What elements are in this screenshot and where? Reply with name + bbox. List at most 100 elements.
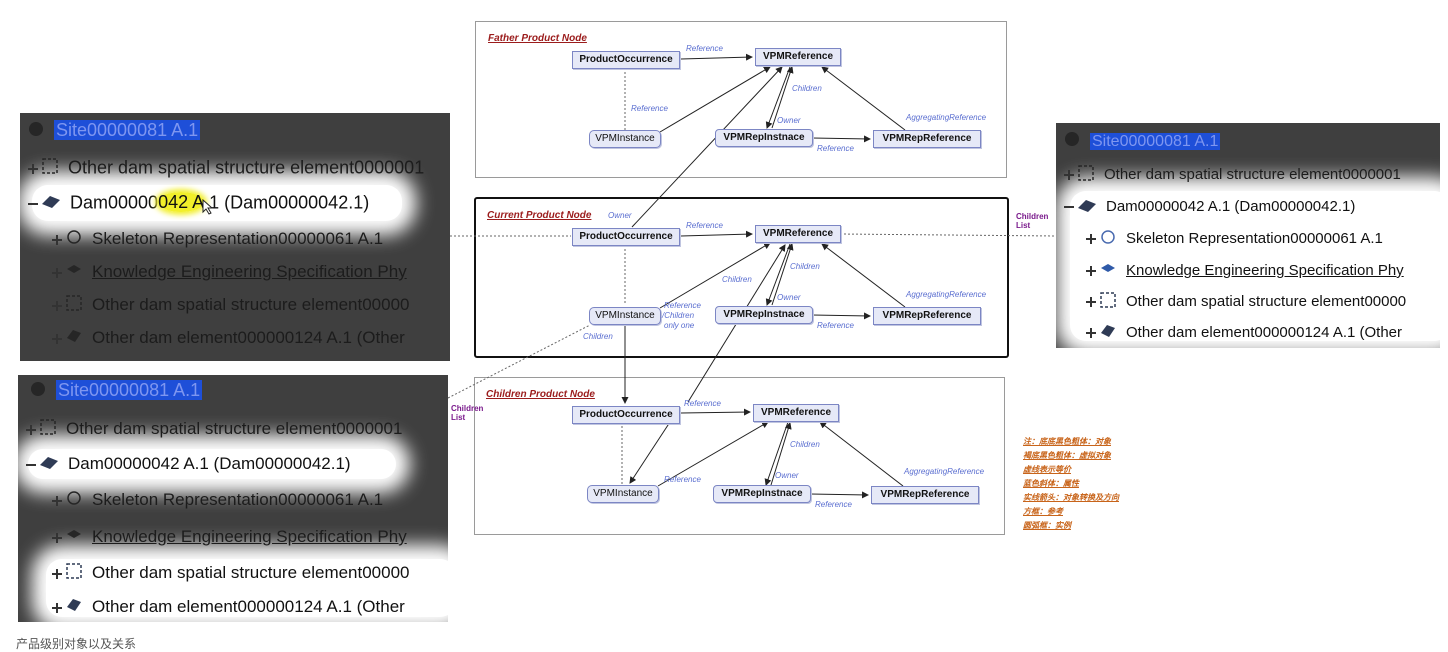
site-icon bbox=[26, 119, 46, 144]
father-product-occurrence[interactable]: ProductOccurrence bbox=[572, 51, 680, 69]
tree-row-spatial-structure-2[interactable]: Other dam spatial structure element00000 bbox=[52, 561, 410, 586]
father-node-title: Father Product Node bbox=[488, 33, 587, 44]
cursor-highlight: 042 A bbox=[158, 192, 205, 213]
dam-label-suffix: .1 (Dam00000042.1) bbox=[204, 192, 370, 213]
current-label-reference-bottom: Reference bbox=[817, 321, 854, 330]
focus-glow bbox=[46, 559, 448, 617]
legend-item: 蓝色斜体：属性 bbox=[1023, 479, 1079, 488]
expand-icon[interactable] bbox=[1086, 234, 1096, 244]
site-icon bbox=[28, 379, 48, 404]
expand-icon[interactable] bbox=[1086, 328, 1096, 338]
spatial-structure-icon bbox=[38, 417, 58, 442]
current-product-occurrence[interactable]: ProductOccurrence bbox=[572, 228, 680, 246]
children-label-aggregating: AggregatingReference bbox=[904, 467, 985, 476]
tree-row-site[interactable]: Site00000081 A.1 bbox=[26, 119, 201, 144]
father-label-reference-bottom: Reference bbox=[817, 144, 854, 153]
tree-row-dam[interactable]: Dam00000042 A.1 (Dam00000042.1) bbox=[1064, 196, 1355, 218]
expand-icon[interactable] bbox=[1086, 266, 1096, 276]
tree-row-knowledge[interactable]: Knowledge Engineering Specification Phy bbox=[1086, 259, 1404, 283]
children-label-reference-bottom: Reference bbox=[815, 500, 852, 509]
skeleton-icon bbox=[1098, 227, 1118, 251]
current-label-children-left: Children bbox=[722, 275, 752, 284]
skeleton-icon bbox=[64, 227, 84, 252]
spatial-structure-icon bbox=[64, 561, 84, 586]
tree-row-label: Other dam spatial structure element00000… bbox=[1104, 165, 1401, 183]
spatial-structure-icon bbox=[1076, 163, 1096, 187]
focus-glow bbox=[32, 185, 402, 221]
father-node-frame bbox=[475, 21, 1007, 178]
tree-row-dam-element[interactable]: Other dam element000000124 A.1 (Other bbox=[52, 326, 405, 351]
tree-row-label: Other dam spatial structure element00000 bbox=[1126, 292, 1407, 310]
legend-item: 虚线表示等价 bbox=[1023, 465, 1071, 474]
father-label-reference-top: Reference bbox=[686, 44, 723, 53]
collapse-icon[interactable] bbox=[1064, 202, 1074, 212]
children-vpm-rep-instance[interactable]: VPMRepInstnace bbox=[713, 485, 811, 503]
tree-row-skeleton[interactable]: Skeleton Representation00000061 A.1 bbox=[52, 227, 383, 252]
site-label: Site00000081 A.1 bbox=[1090, 132, 1221, 150]
dam-icon bbox=[40, 192, 62, 215]
tree-row-site[interactable]: Site00000081 A.1 bbox=[1062, 129, 1221, 154]
expand-icon[interactable] bbox=[52, 267, 62, 278]
tree-row-label: Skeleton Representation00000061 A.1 bbox=[1126, 229, 1383, 247]
tree-row-label: Other dam spatial structure element00000… bbox=[66, 418, 403, 438]
expand-icon[interactable] bbox=[52, 495, 62, 506]
tree-row-spatial-structure-2[interactable]: Other dam spatial structure element00000 bbox=[1086, 290, 1406, 314]
current-vpm-rep-instance[interactable]: VPMRepInstnace bbox=[715, 306, 813, 324]
site-label: Site00000081 A.1 bbox=[54, 120, 201, 141]
tree-row-skeleton[interactable]: Skeleton Representation00000061 A.1 bbox=[52, 488, 383, 513]
tree-row-dam-element[interactable]: Other dam element000000124 A.1 (Other bbox=[52, 595, 405, 620]
collapse-icon[interactable] bbox=[26, 460, 36, 470]
site-icon bbox=[1062, 129, 1082, 154]
expand-icon[interactable] bbox=[1064, 170, 1074, 180]
legend-item: 方框：参考 bbox=[1023, 507, 1063, 516]
father-vpm-rep-reference[interactable]: VPMRepReference bbox=[873, 130, 981, 148]
tree-row-label: Dam00000042 A.1 (Dam00000042.1) bbox=[68, 453, 351, 473]
current-label-owner-title: Owner bbox=[608, 211, 632, 220]
tree-row-dam[interactable]: Dam00000042 A.1 (Dam00000042.1) bbox=[26, 453, 351, 476]
children-product-occurrence[interactable]: ProductOccurrence bbox=[572, 406, 680, 424]
knowledge-icon bbox=[64, 525, 84, 550]
focus-glow bbox=[1070, 191, 1440, 341]
tree-row-label: Other dam spatial structure element00000 bbox=[92, 294, 410, 314]
father-label-reference-left: Reference bbox=[631, 104, 668, 113]
current-vpm-reference[interactable]: VPMReference bbox=[755, 225, 841, 243]
children-vpm-rep-reference[interactable]: VPMRepReference bbox=[871, 486, 979, 504]
tree-row-label: Other dam spatial structure element00000… bbox=[68, 157, 425, 178]
current-vpm-rep-reference[interactable]: VPMRepReference bbox=[873, 307, 981, 325]
expand-icon[interactable] bbox=[52, 568, 62, 579]
tree-row-site[interactable]: Site00000081 A.1 bbox=[28, 379, 203, 404]
tree-row-spatial-structure[interactable]: Other dam spatial structure element00000… bbox=[26, 417, 402, 442]
expand-icon[interactable] bbox=[52, 234, 62, 245]
father-vpm-instance[interactable]: VPMInstance bbox=[589, 130, 661, 148]
father-vpm-reference[interactable]: VPMReference bbox=[755, 48, 841, 66]
collapse-icon[interactable] bbox=[28, 199, 38, 209]
current-vpm-instance[interactable]: VPMInstance bbox=[589, 307, 661, 325]
tree-row-dam-element[interactable]: Other dam element000000124 A.1 (Other bbox=[1086, 321, 1402, 345]
children-label-children: Children bbox=[790, 440, 820, 449]
expand-icon[interactable] bbox=[52, 333, 62, 344]
tree-panel-father: Site00000081 A.1 Other dam spatial struc… bbox=[1056, 123, 1440, 348]
tree-row-dam[interactable]: Dam00000042 A.1 (Dam00000042.1) bbox=[28, 192, 369, 215]
expand-icon[interactable] bbox=[52, 532, 62, 543]
current-label-ref-children-2: /Children bbox=[662, 311, 695, 320]
current-label-children-right: Children bbox=[790, 262, 820, 271]
father-label-aggregating: AggregatingReference bbox=[906, 113, 987, 122]
tree-row-skeleton[interactable]: Skeleton Representation00000061 A.1 bbox=[1086, 227, 1383, 251]
children-vpm-reference[interactable]: VPMReference bbox=[753, 404, 839, 422]
expand-icon[interactable] bbox=[26, 424, 36, 435]
expand-icon[interactable] bbox=[52, 602, 62, 613]
tree-row-label: Knowledge Engineering Specification Phy bbox=[92, 261, 407, 281]
tree-row-knowledge[interactable]: Knowledge Engineering Specification Phy bbox=[52, 260, 407, 285]
children-vpm-instance[interactable]: VPMInstance bbox=[587, 485, 659, 503]
tree-row-spatial-structure[interactable]: Other dam spatial structure element00000… bbox=[28, 156, 424, 181]
expand-icon[interactable] bbox=[1086, 297, 1096, 307]
children-label-reference-left: Reference bbox=[664, 475, 701, 484]
tree-row-spatial-structure-2[interactable]: Other dam spatial structure element00000 bbox=[52, 293, 410, 318]
tree-row-knowledge[interactable]: Knowledge Engineering Specification Phy bbox=[52, 525, 407, 550]
tree-row-spatial-structure[interactable]: Other dam spatial structure element00000… bbox=[1064, 163, 1401, 187]
children-node-frame bbox=[474, 377, 1005, 535]
father-vpm-rep-instance[interactable]: VPMRepInstnace bbox=[715, 129, 813, 147]
spatial-structure-icon bbox=[64, 293, 84, 318]
expand-icon[interactable] bbox=[28, 163, 38, 174]
expand-icon[interactable] bbox=[52, 300, 62, 311]
